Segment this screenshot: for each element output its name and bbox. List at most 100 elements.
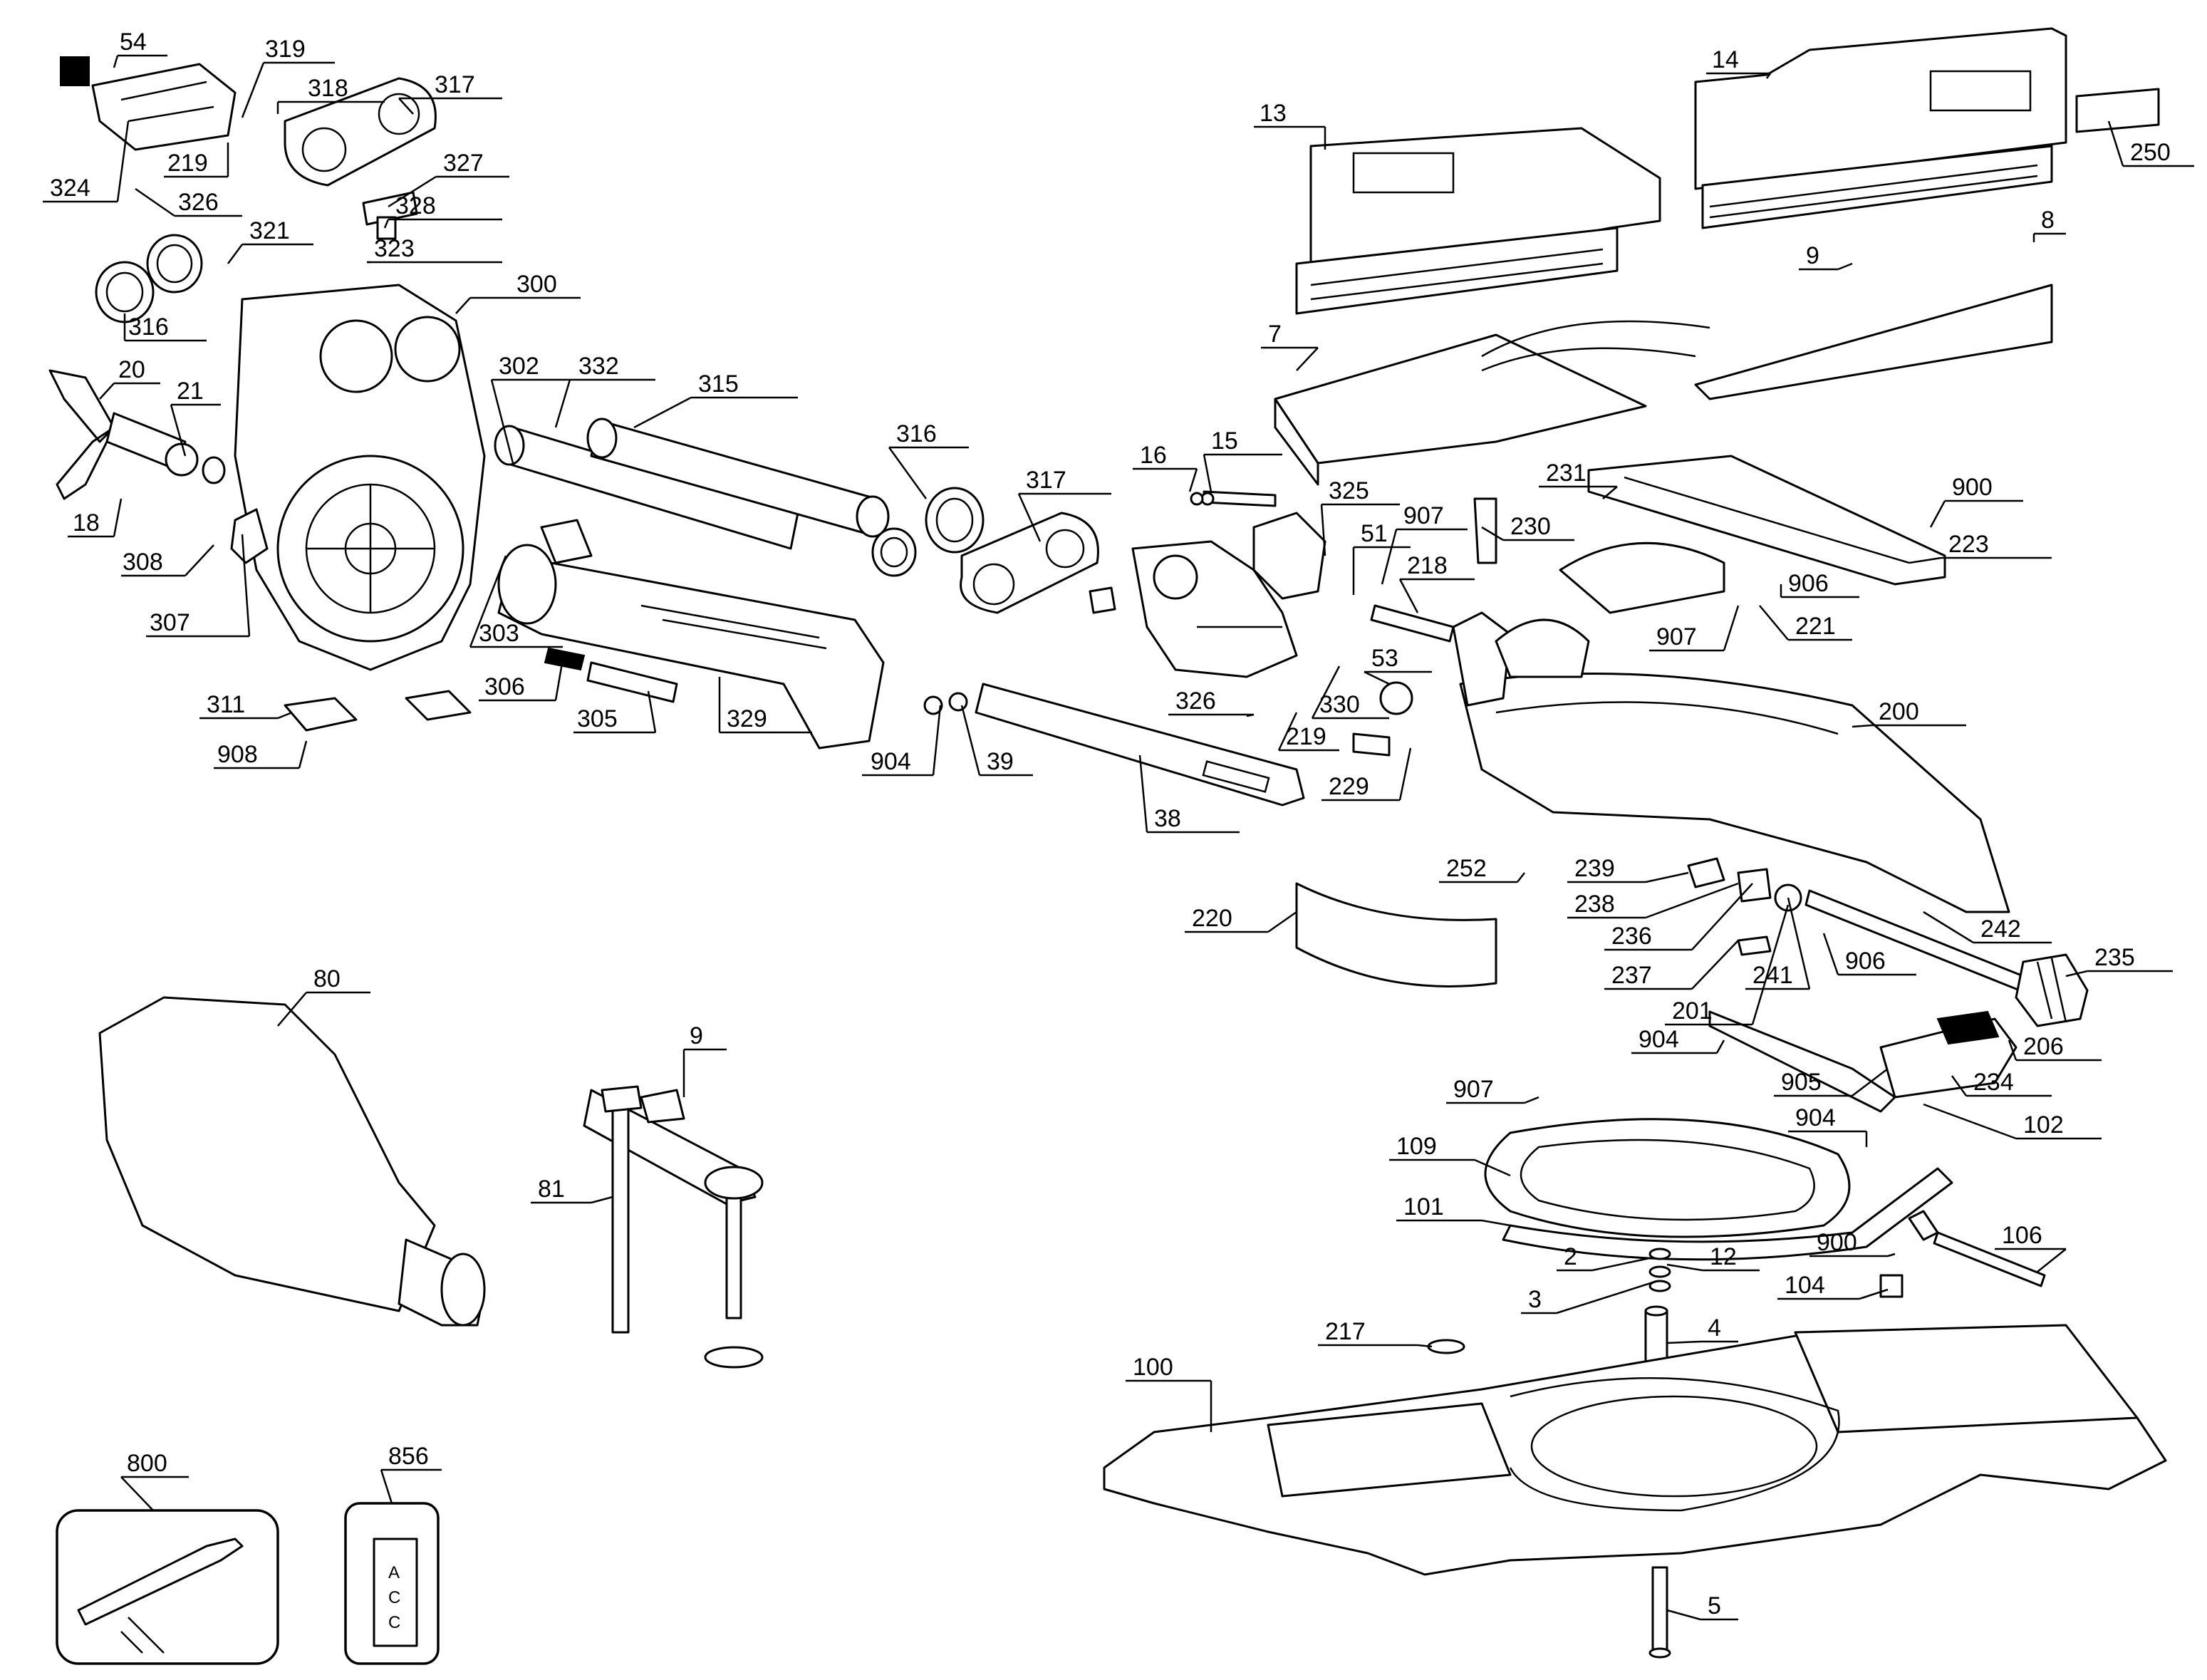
part-number-label: 18 xyxy=(73,509,100,536)
callout-15: 15 xyxy=(1203,427,1282,492)
accessory-box-800 xyxy=(56,1509,279,1665)
part-number-label: 219 xyxy=(1286,723,1326,750)
leader-line xyxy=(1723,605,1740,651)
callout-800: 800 xyxy=(120,1450,189,1511)
callout-317: 317 xyxy=(1017,467,1111,542)
clamp-81 xyxy=(583,1085,764,1369)
leader-line xyxy=(277,711,293,720)
callout-18: 18 xyxy=(68,498,123,538)
scale-101 xyxy=(1502,1167,1953,1261)
leader-line xyxy=(1715,1039,1725,1054)
callout-241: 241 xyxy=(1745,897,1811,990)
callout-326: 326 xyxy=(1168,688,1255,717)
part-number-label: 14 xyxy=(1712,46,1739,73)
part-number-label: 242 xyxy=(1980,916,2021,943)
callout-332: 332 xyxy=(554,353,655,428)
leader-line xyxy=(1381,529,1398,585)
part-number-label: 303 xyxy=(479,620,519,647)
part-number-label: 9 xyxy=(1806,242,1819,269)
callout-907: 907 xyxy=(1649,605,1740,652)
fence-base-7 xyxy=(1274,284,2053,486)
part-number-label: 239 xyxy=(1574,855,1615,882)
callout-317: 317 xyxy=(398,71,502,115)
leader-line xyxy=(647,690,657,733)
callout-200: 200 xyxy=(1852,698,1966,728)
part-number-label: 302 xyxy=(499,353,539,380)
callout-219: 219 xyxy=(164,142,229,178)
knob-235 xyxy=(2015,953,2089,1027)
card-letter-3: C xyxy=(388,1613,400,1632)
callout-4: 4 xyxy=(1666,1315,1738,1344)
callout-329: 329 xyxy=(718,677,812,734)
callout-302: 302 xyxy=(490,353,570,464)
part-number-label: 318 xyxy=(308,75,348,102)
leader-line xyxy=(383,219,390,229)
callout-201: 201 xyxy=(1665,904,1790,1026)
bracket-307 xyxy=(230,508,269,564)
part-number-label: 323 xyxy=(374,235,415,262)
callout-328: 328 xyxy=(383,192,502,229)
callout-330: 330 xyxy=(1311,665,1389,720)
part-number-label: 9 xyxy=(690,1022,703,1049)
rod-106 xyxy=(1933,1231,2046,1287)
leader-line xyxy=(1645,882,1739,919)
leader-line xyxy=(185,544,214,576)
part-number-label: 321 xyxy=(249,217,290,244)
part-number-label: 21 xyxy=(177,378,204,405)
callout-53: 53 xyxy=(1364,645,1432,685)
callout-8: 8 xyxy=(2032,207,2066,242)
part-number-label: 229 xyxy=(1329,773,1369,800)
part-number-label: 908 xyxy=(217,741,258,768)
callout-220: 220 xyxy=(1185,905,1297,933)
callout-904: 904 xyxy=(1631,1026,1725,1054)
spring-217 xyxy=(1427,1339,1465,1354)
leader-line xyxy=(1311,665,1341,719)
card-letter-2: C xyxy=(388,1588,400,1607)
part-number-label: 237 xyxy=(1611,962,1652,989)
callout-235: 235 xyxy=(2065,944,2173,978)
leader-line xyxy=(116,120,130,202)
callout-305: 305 xyxy=(573,690,657,734)
leader-line xyxy=(1909,556,1942,564)
callout-904: 904 xyxy=(862,705,942,777)
leader-line xyxy=(135,187,175,217)
callout-237: 237 xyxy=(1604,940,1739,990)
leader-line xyxy=(380,1469,393,1504)
leader-line xyxy=(1691,883,1753,950)
label-220 xyxy=(1295,882,1497,987)
part-number-label: 238 xyxy=(1574,891,1615,918)
part-number-label: 324 xyxy=(50,175,90,202)
washer-316-left-b xyxy=(146,234,203,294)
leader-line xyxy=(1859,1288,1889,1300)
leader-line xyxy=(2008,1039,2018,1061)
part-number-label: 106 xyxy=(2002,1222,2042,1249)
part-number-label: 101 xyxy=(1403,1193,1444,1220)
part-number-label: 319 xyxy=(265,36,306,63)
part-number-label: 326 xyxy=(1175,688,1216,715)
leader-line xyxy=(1923,911,1974,944)
part-number-label: 305 xyxy=(577,705,618,732)
part-number-label: 906 xyxy=(1788,570,1829,597)
link-38 xyxy=(975,683,1305,807)
callout-39: 39 xyxy=(960,705,1033,777)
leader-line xyxy=(1852,1068,1889,1096)
leader-line xyxy=(1923,1103,2017,1140)
leader-line xyxy=(1556,1281,1653,1315)
part-number-label: 218 xyxy=(1407,552,1448,579)
part-number-label: 109 xyxy=(1396,1133,1437,1160)
callout-318: 318 xyxy=(276,75,385,114)
leader-line xyxy=(170,404,187,457)
part-number-label: 200 xyxy=(1879,698,1919,725)
part-number-label: 900 xyxy=(1952,474,1993,501)
callout-102: 102 xyxy=(1923,1103,2102,1140)
callout-221: 221 xyxy=(1759,605,1852,641)
part-number-label: 12 xyxy=(1710,1243,1737,1270)
callout-2: 2 xyxy=(1557,1243,1653,1272)
callout-12: 12 xyxy=(1666,1243,1760,1272)
callout-229: 229 xyxy=(1321,747,1412,802)
leader-line xyxy=(960,705,981,776)
callout-16: 16 xyxy=(1133,442,1198,492)
part-number-label: 80 xyxy=(313,965,341,992)
bolt-230 xyxy=(1473,497,1497,564)
